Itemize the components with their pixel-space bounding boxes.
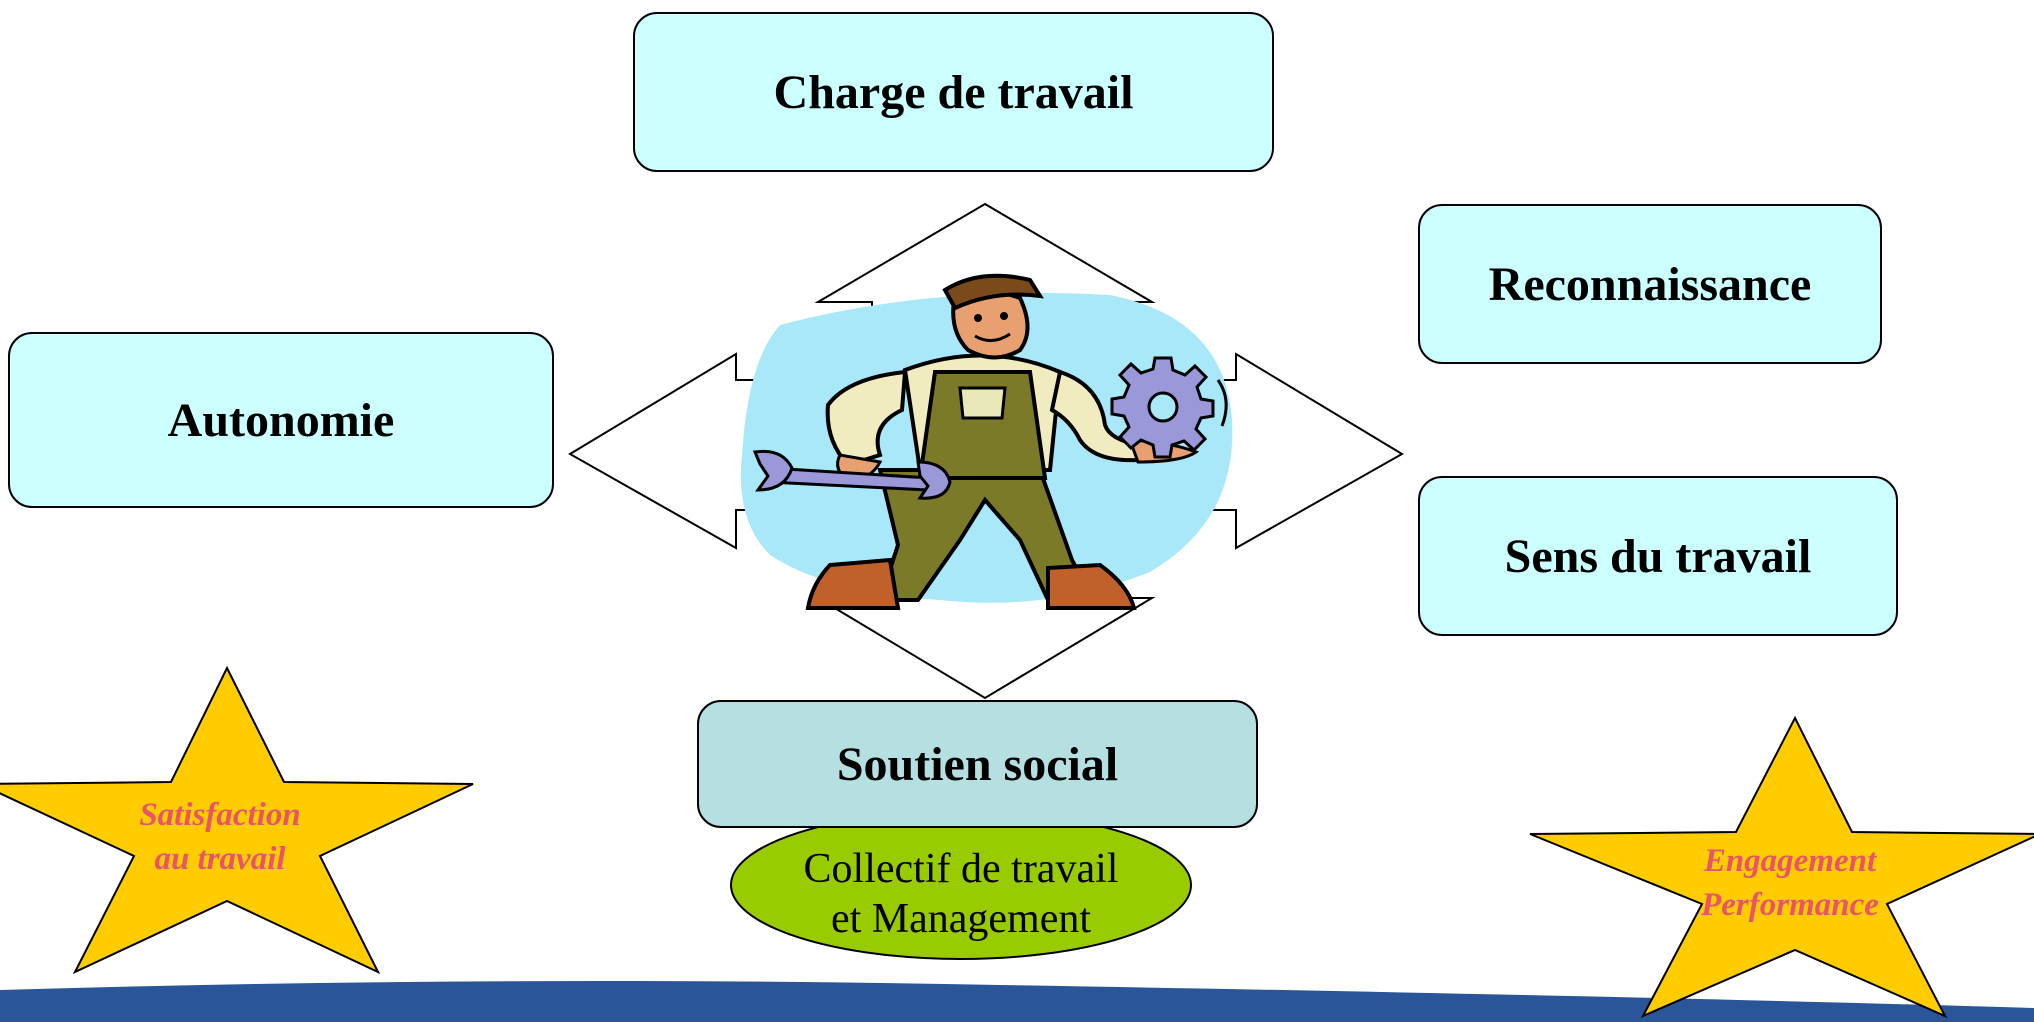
star-right-line-2: Performance: [1701, 887, 1879, 923]
box-sens-label: Sens du travail: [1504, 529, 1812, 583]
ellipse-line-2: et Management: [830, 896, 1092, 942]
gear-icon: [1110, 356, 1215, 459]
worker-mouth: [974, 332, 1011, 342]
overalls-pocket: [958, 386, 1007, 420]
worker-overalls: [917, 370, 1048, 480]
mechanic-worker-clipart: [752, 273, 1228, 610]
collectif-ellipse-label: Collectif de travail et Management: [728, 830, 1194, 958]
worker-eye-right: [1000, 312, 1008, 320]
box-reconnaissance-label: Reconnaissance: [1488, 257, 1812, 311]
worker-eye-left: [974, 314, 982, 322]
bottom-banner: [0, 981, 2034, 1022]
box-autonomie-label: Autonomie: [167, 393, 395, 447]
star-left-line-2: au travail: [154, 841, 286, 877]
ellipse-line-1: Collectif de travail: [803, 846, 1119, 892]
worker-boot-right: [1046, 562, 1137, 610]
box-soutien-social: Soutien social: [697, 700, 1258, 828]
box-charge-de-travail: Charge de travail: [633, 12, 1274, 172]
box-charge-label: Charge de travail: [773, 65, 1134, 119]
worker-boot-left: [805, 557, 901, 610]
star-left-shape: [0, 665, 474, 975]
gear-motion-line: [1216, 379, 1228, 427]
worker-arm-left: [825, 369, 908, 468]
star-left-line-1: Satisfaction: [139, 797, 301, 833]
star-right-label: Engagement Performance: [1670, 838, 1910, 928]
worker-hair: [942, 273, 1044, 311]
wrench-icon: [752, 449, 952, 500]
box-soutien-label: Soutien social: [836, 737, 1119, 791]
box-reconnaissance: Reconnaissance: [1418, 204, 1882, 364]
star-right-shape: [1529, 715, 2034, 1019]
box-autonomie: Autonomie: [8, 332, 554, 508]
star-right-line-1: Engagement: [1703, 843, 1877, 879]
box-sens-du-travail: Sens du travail: [1418, 476, 1898, 636]
star-left-label: Satisfaction au travail: [110, 792, 330, 882]
